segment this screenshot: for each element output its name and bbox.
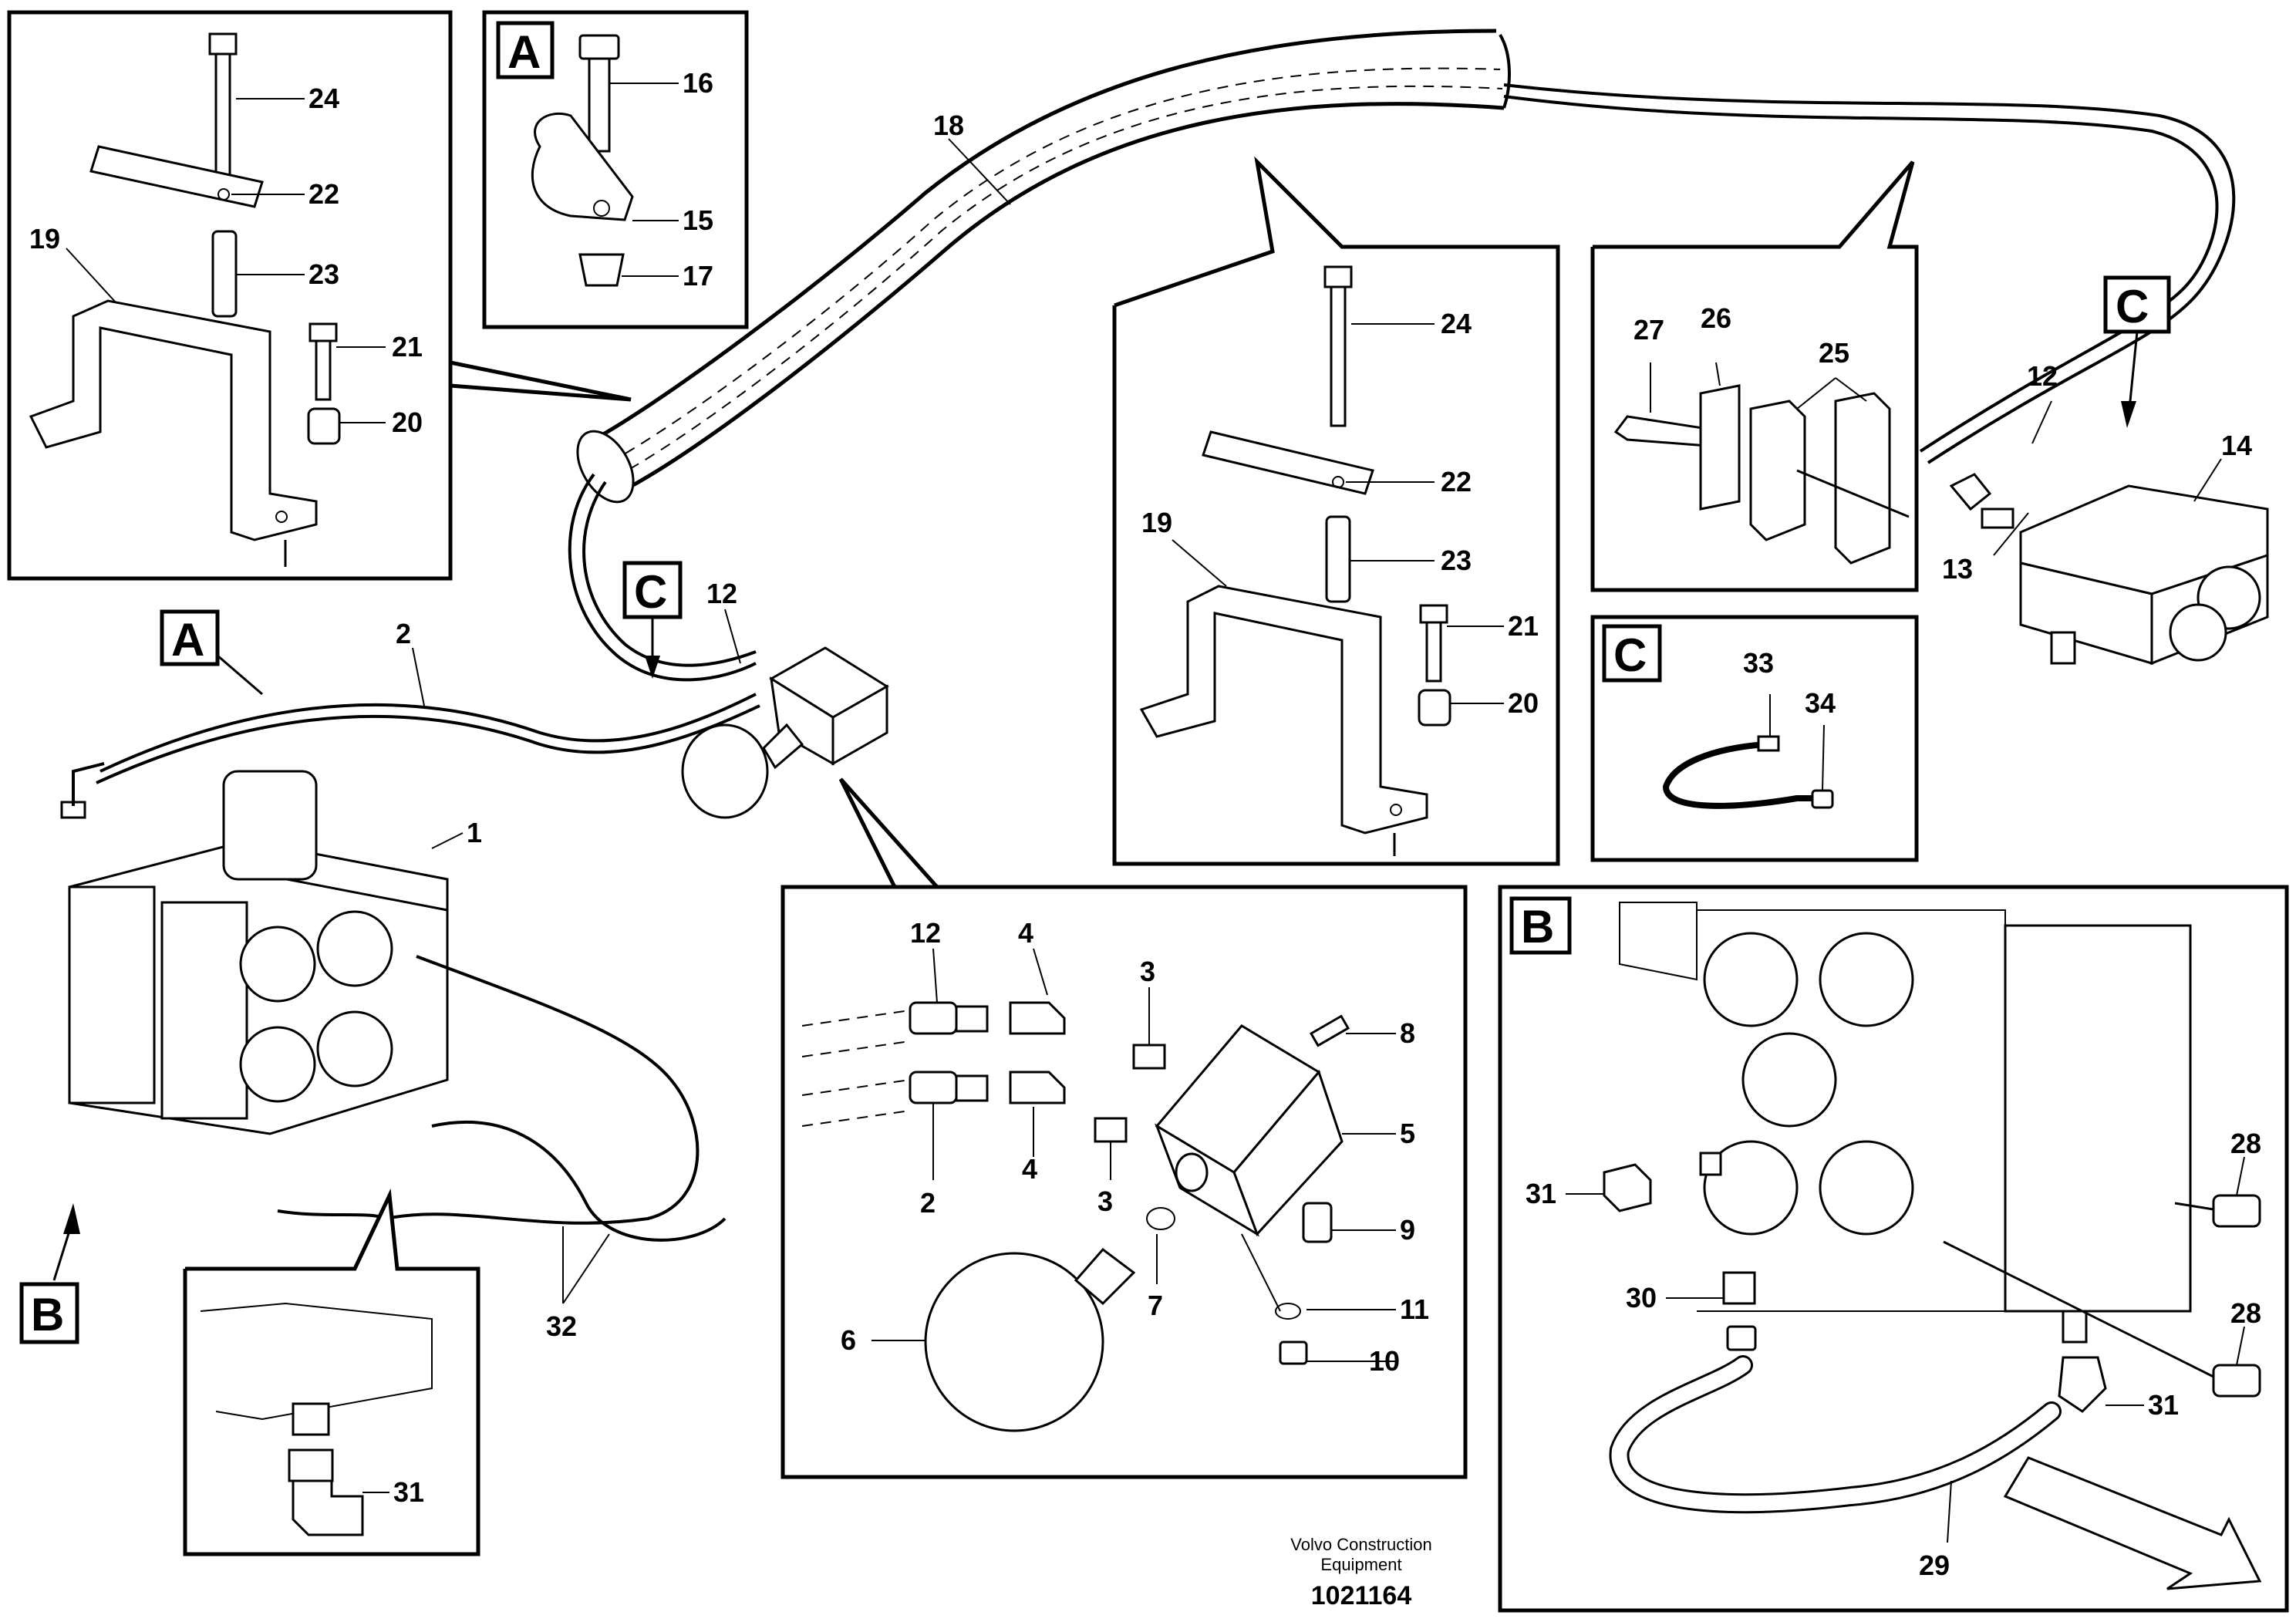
callout-15: 15	[683, 204, 713, 236]
section-tag-b-main: B	[31, 1289, 64, 1340]
callout-32: 32	[546, 1310, 577, 1342]
inset-c-cable: C 33 34	[1590, 615, 1919, 862]
callout-19b: 19	[1141, 507, 1172, 538]
callout-12-top: 12	[706, 578, 737, 609]
callout-4-bottom: 4	[1022, 1153, 1037, 1185]
footer: Volvo Construction Equipment 1021164	[1290, 1535, 1431, 1610]
callout-29: 29	[1919, 1549, 1950, 1581]
section-tag-a-main: A	[171, 614, 204, 666]
callout-19: 19	[29, 223, 60, 255]
callout-13: 13	[1942, 553, 1973, 585]
callout-2-detail: 2	[920, 1187, 936, 1219]
callout-8: 8	[1400, 1017, 1415, 1049]
callout-31-inset: 31	[393, 1476, 424, 1508]
inset-clamp-block: 27 26 25	[1590, 160, 1919, 592]
callout-28-top: 28	[2230, 1128, 2261, 1159]
callout-10: 10	[1369, 1345, 1400, 1377]
callout-34: 34	[1805, 687, 1836, 719]
callout-11: 11	[1400, 1293, 1429, 1325]
callout-6: 6	[841, 1324, 856, 1356]
footer-brand-line2: Equipment	[1320, 1555, 1401, 1574]
callout-1: 1	[467, 817, 482, 848]
inset-bracket-kit-left: 24 22 23 21 20 19	[7, 10, 453, 581]
callout-27: 27	[1633, 314, 1664, 346]
callout-3-top: 3	[1140, 956, 1155, 987]
section-tag-c-top: C	[634, 566, 667, 618]
callout-16: 16	[683, 67, 713, 99]
callout-3-bottom: 3	[1097, 1185, 1113, 1217]
inset-b-valve-side: B 31 30 28 28 31	[1498, 885, 2289, 1613]
callout-2-top: 2	[396, 618, 411, 649]
callout-12-detail: 12	[910, 917, 941, 949]
callout-31-right: 31	[2148, 1389, 2179, 1421]
callout-28-bottom: 28	[2230, 1297, 2261, 1329]
callout-20: 20	[392, 406, 423, 438]
callout-33: 33	[1743, 647, 1774, 679]
section-tag-c-inset: C	[1613, 629, 1647, 681]
inset-fitting-31: 31	[183, 1188, 480, 1556]
callout-4-top: 4	[1018, 917, 1033, 949]
callout-21b: 21	[1508, 610, 1539, 642]
callout-7: 7	[1148, 1290, 1163, 1321]
callout-24b: 24	[1441, 308, 1472, 339]
callout-17: 17	[683, 260, 713, 292]
callout-20b: 20	[1508, 687, 1539, 719]
callout-31-left: 31	[1526, 1178, 1556, 1209]
footer-brand-line1: Volvo Construction	[1290, 1535, 1431, 1554]
section-tag-c-right: C	[2116, 281, 2149, 332]
inset-a-clamp: A 16 15 17	[482, 10, 749, 329]
control-valve-1: A 2 1 32 B	[19, 609, 760, 1344]
section-tag-a-inset: A	[507, 26, 541, 78]
callout-30: 30	[1626, 1282, 1657, 1313]
callout-24: 24	[308, 83, 339, 114]
callout-5: 5	[1400, 1118, 1415, 1149]
callout-23b: 23	[1441, 545, 1472, 576]
callout-12-right: 12	[2027, 360, 2058, 392]
callout-22b: 22	[1441, 466, 1472, 497]
drawing-number: 1021164	[1311, 1581, 1412, 1610]
callout-22: 22	[308, 178, 339, 210]
callout-21: 21	[392, 331, 423, 363]
callout-14: 14	[2221, 430, 2252, 461]
callout-25: 25	[1819, 337, 1849, 369]
inset-accumulator-detail: 12 4 3 8 5 9 11 10 2 4 3 7 6	[781, 885, 1468, 1479]
inset-bracket-kit-middle: 24 22 23 21 20 19	[1112, 156, 1560, 866]
accumulator-assembly-top: C 12	[622, 561, 942, 889]
protective-sleeve-hose: 18	[568, 29, 2236, 682]
callout-9: 9	[1400, 1214, 1415, 1246]
callout-23: 23	[308, 258, 339, 290]
section-tag-b-inset: B	[1521, 901, 1554, 953]
valve-block-14: C 14 13 12	[1942, 275, 2269, 666]
callout-26: 26	[1701, 302, 1731, 334]
callout-18: 18	[933, 110, 964, 141]
